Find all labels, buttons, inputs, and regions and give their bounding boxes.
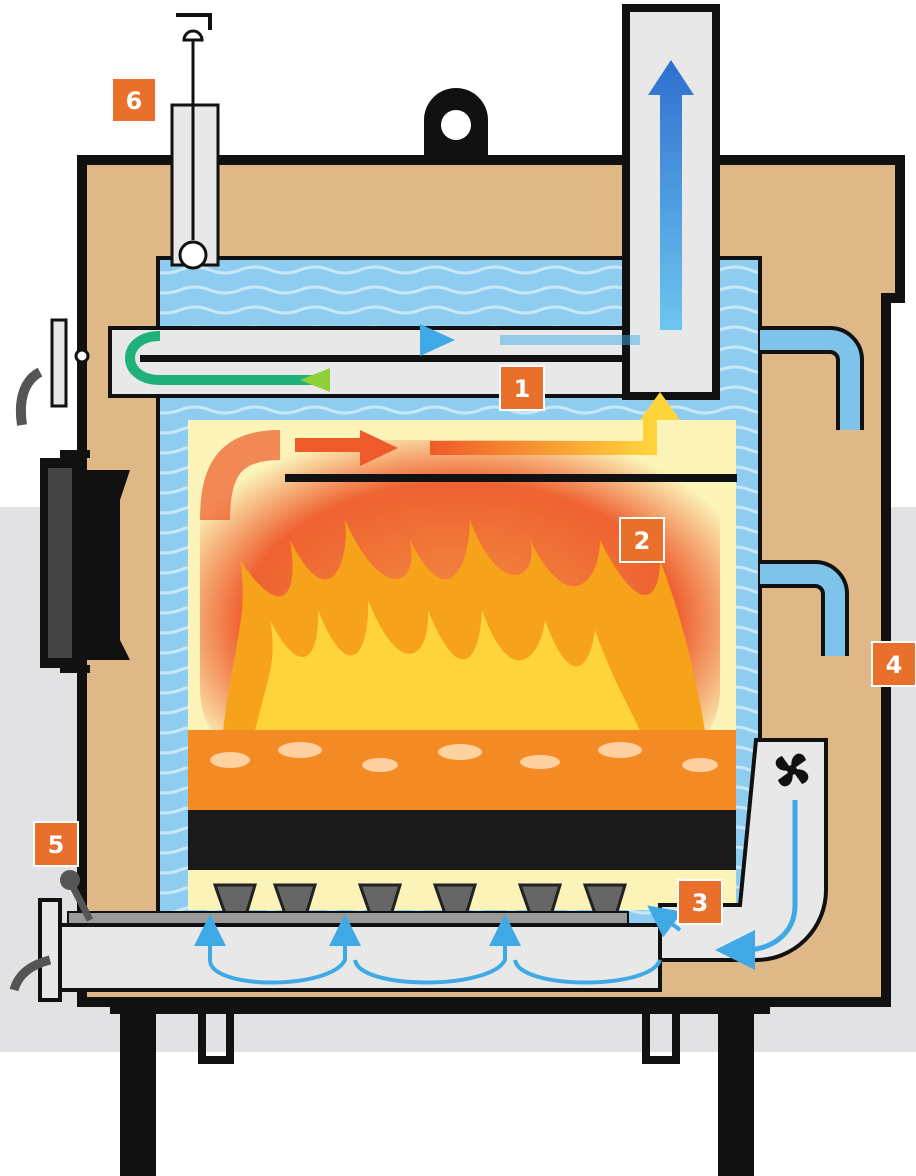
coal-bed [188, 730, 736, 810]
svg-text:1: 1 [514, 375, 531, 403]
thermometer-icon [172, 15, 218, 268]
callout-5: 5 [34, 822, 78, 866]
loading-door [40, 450, 130, 673]
plenum-end-cap [40, 900, 60, 1000]
callout-1: 1 [500, 366, 544, 410]
svg-text:3: 3 [692, 889, 709, 917]
charcoal-layer [188, 810, 736, 870]
callout-4: 4 [872, 642, 916, 686]
svg-text:4: 4 [886, 651, 903, 679]
svg-text:6: 6 [126, 87, 143, 115]
callout-2: 2 [620, 518, 664, 562]
svg-text:5: 5 [48, 831, 65, 859]
svg-text:2: 2 [634, 527, 651, 555]
baffle-plate [285, 474, 737, 482]
callout-6: 6 [112, 78, 156, 122]
grate-shelf [68, 912, 628, 924]
lifting-eye [424, 88, 488, 160]
callout-3: 3 [678, 880, 722, 924]
